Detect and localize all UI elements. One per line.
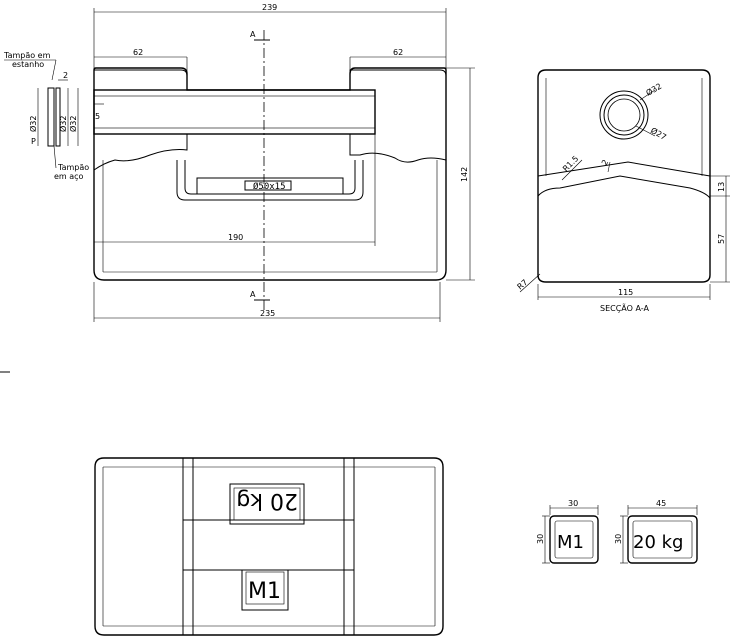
front-view: 239 62 62 5 Ø50x15 190 [0,3,475,373]
dim-right-cavity: 62 [393,48,403,57]
dim-bore-inner: Ø27 [649,125,668,142]
section-caption: SECÇÃO A-A [600,303,649,313]
dim-overall-top: 239 [262,3,277,12]
dim-class-height: 30 [536,534,545,544]
detail-views: 30 30 M1 45 30 20 kg [536,499,698,564]
section-view: Ø32 Ø27 R1.5 2 13 57 R7 115 SECÇÃO A-A [516,69,730,313]
dim-overall-bottom: 235 [260,309,275,318]
dim-plug-d3: Ø32 [68,116,78,132]
plug-label-steel-1: Tampão [57,163,89,172]
section-mark-bottom: A [250,290,256,299]
dim-plug-2: 2 [63,71,68,80]
dim-section-width: 115 [618,288,633,297]
top-view: 20 kg M1 [94,457,444,636]
dim-13: 13 [717,182,726,192]
dim-bore-outer: Ø32 [644,81,663,98]
dim-plug-5: 5 [95,112,100,121]
top-marking-mass: 20 kg [236,488,298,513]
dim-class-width: 30 [568,499,578,508]
dim-height: 142 [460,167,469,182]
dim-57: 57 [717,234,726,244]
nameplate-text: Ø50x15 [253,181,286,192]
dim-plug-d2: Ø32 [58,116,68,132]
dim-mass-height: 30 [614,534,623,544]
plug-label-tin-1: Tampão em [3,51,51,60]
detail-mass-text: 20 kg [633,532,683,553]
dim-r7: R7 [516,278,530,292]
dim-mass-width: 45 [656,499,666,508]
dim-angle: 2 [600,158,610,167]
dim-plug-d1: Ø32 [28,116,38,132]
dim-plug-p: P [31,137,36,146]
top-marking-class: M1 [248,579,281,604]
plug-label-steel-2: em aço [54,172,84,181]
detail-class-text: M1 [557,532,584,553]
plug-label-tin-2: estanho [12,60,44,69]
dim-left-cavity: 62 [133,48,143,57]
section-mark-top: A [250,30,256,39]
dim-bore: 190 [228,233,243,242]
